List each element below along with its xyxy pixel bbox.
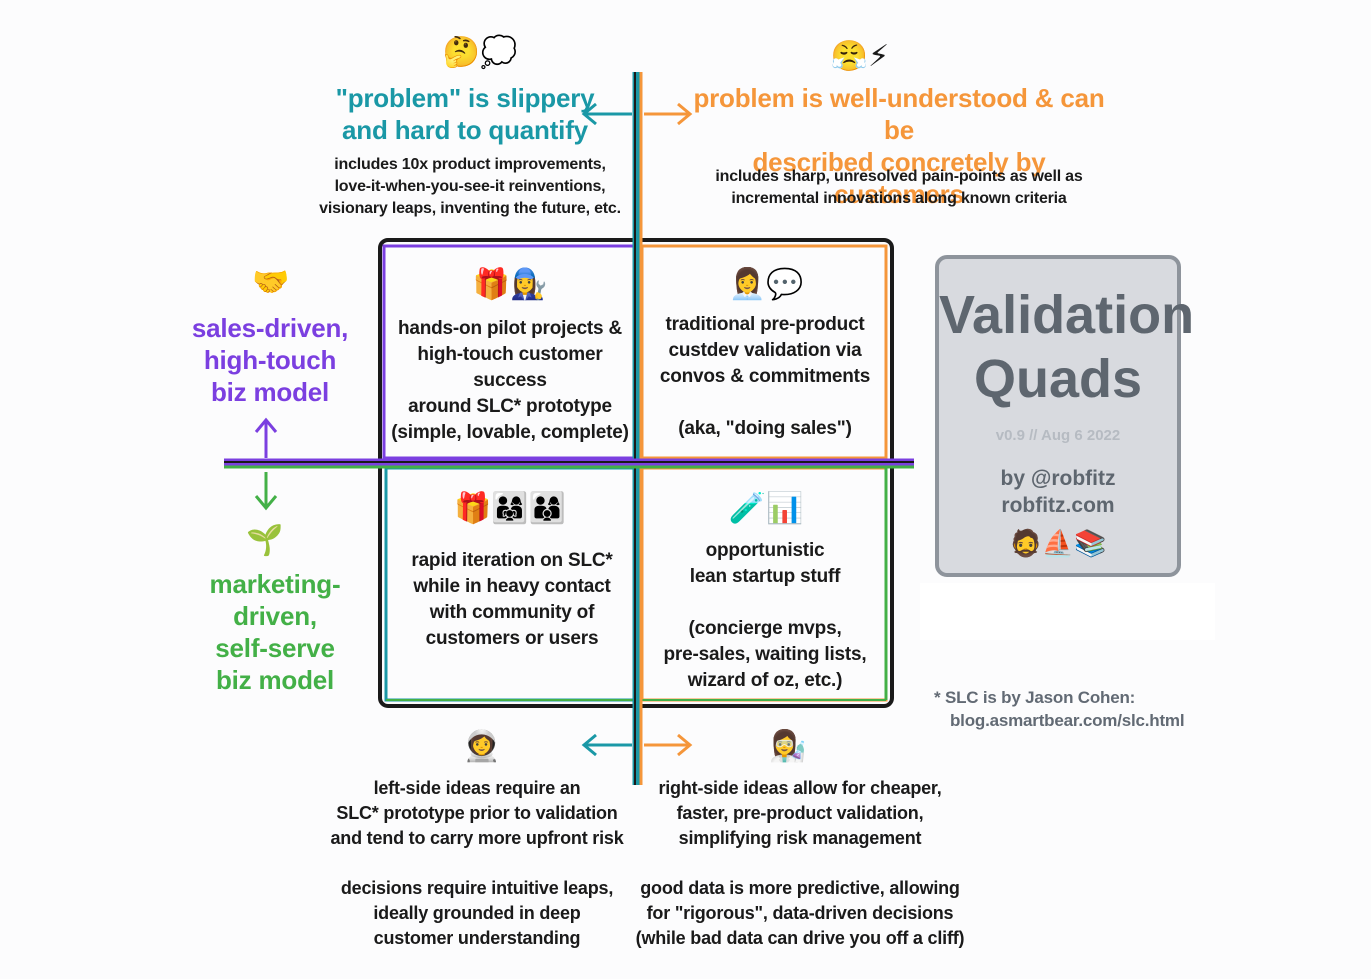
left-top-label: sales-driven, high-touch biz model bbox=[191, 313, 349, 407]
down-arrow bbox=[254, 472, 278, 511]
version-label: v0.9 // Aug 6 2022 bbox=[995, 427, 1121, 444]
top-left-description: includes 10x product improvements, love-… bbox=[319, 156, 621, 217]
seedling-emoji: 🌱 bbox=[246, 523, 284, 558]
quadrant-tl-text: hands-on pilot projects & high-touch cus… bbox=[391, 318, 629, 443]
bottom-right-text: right-side ideas allow for cheaper, fast… bbox=[635, 778, 965, 948]
diagram-title: Validation Quads bbox=[939, 285, 1195, 409]
quadrant-tr-text: traditional pre-product custdev validati… bbox=[659, 314, 871, 439]
handshake-emoji: 🤝 bbox=[252, 265, 290, 300]
quadrant-br-text: opportunistic lean startup stuff (concie… bbox=[663, 540, 867, 691]
top-right-title: problem is well-understood & can be desc… bbox=[693, 83, 1105, 209]
top-left-title: "problem" is slippery and hard to quanti… bbox=[335, 83, 595, 145]
top-left-arrow bbox=[581, 102, 632, 126]
top-right-description: includes sharp, unresolved pain-points a… bbox=[715, 168, 1083, 207]
quadrant-bl-text: rapid iteration on SLC* while in heavy c… bbox=[411, 550, 613, 649]
quadrant-br-emoji: 🧪📊 bbox=[728, 491, 804, 526]
bottom-right-arrow bbox=[644, 733, 693, 757]
title-card: Validation Quads v0.9 // Aug 6 2022 by @… bbox=[935, 255, 1195, 577]
quadrant-bl-emoji: 🎁👨‍👩‍👧👨‍👩‍👦 bbox=[453, 491, 567, 526]
bottom-right-emoji: 👩‍🔬 bbox=[769, 729, 807, 764]
author-label: by @robfitz robfitz.com bbox=[1000, 467, 1116, 517]
bottom-left-emoji: 👩‍🚀 bbox=[463, 729, 501, 764]
quadrant-tr-emoji: 👩‍💼💬 bbox=[728, 267, 804, 302]
quadrant-tl-emoji: 🎁👩‍🔧 bbox=[472, 267, 548, 302]
footnote: * SLC is by Jason Cohen: blog.asmartbear… bbox=[934, 688, 1185, 730]
thinking-face-emoji: 🤔💭 bbox=[442, 35, 518, 70]
blank-panel bbox=[920, 583, 1215, 640]
bottom-left-text: left-side ideas require an SLC* prototyp… bbox=[330, 778, 624, 948]
angry-face-emoji: 😤⚡ bbox=[830, 39, 890, 74]
bottom-left-arrow bbox=[581, 733, 632, 757]
top-right-arrow bbox=[644, 102, 693, 126]
author-emoji: 🧔⛵📚 bbox=[1009, 529, 1107, 559]
up-arrow bbox=[254, 417, 278, 458]
left-bottom-label: marketing-driven, self-serve biz model bbox=[209, 569, 341, 695]
